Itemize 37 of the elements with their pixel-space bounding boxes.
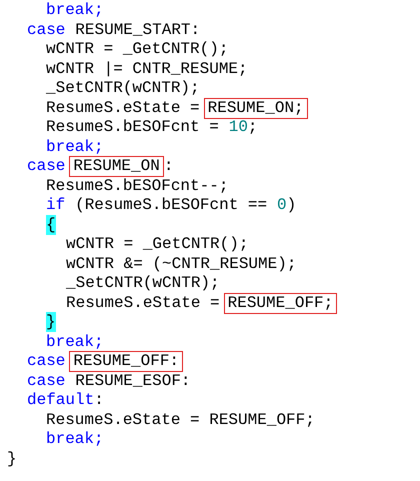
- keyword: case: [27, 156, 66, 176]
- keyword: default: [27, 390, 94, 410]
- highlight-box: RESUME_ON;: [204, 98, 308, 118]
- code-text: ResumeS.eState =: [46, 98, 200, 118]
- code-text: :: [94, 390, 104, 410]
- code-text: wCNTR = _GetCNTR();: [46, 39, 228, 59]
- code-text: wCNTR |= CNTR_RESUME;: [46, 58, 248, 78]
- code-text: RESUME_START:: [75, 20, 200, 40]
- keyword: break;: [46, 0, 104, 20]
- code-text: ): [286, 195, 296, 215]
- code-text: (ResumeS.bESOFcnt ==: [75, 195, 268, 215]
- code-text: ResumeS.bESOFcnt--;: [46, 176, 228, 196]
- highlight-box: RESUME_ON: [69, 156, 164, 177]
- keyword: if: [46, 195, 66, 215]
- brace: }: [46, 312, 56, 332]
- code-text: :: [164, 156, 174, 176]
- code-text: ResumeS.eState =: [66, 292, 220, 312]
- keyword: break;: [46, 332, 104, 352]
- keyword: case: [27, 370, 66, 390]
- keyword: case: [27, 351, 66, 371]
- number-literal: 10: [228, 117, 248, 137]
- code-text: ResumeS.eState = RESUME_OFF;: [46, 410, 315, 430]
- code-text: RESUME_ESOF:: [75, 370, 191, 390]
- code-text: _SetCNTR(wCNTR);: [46, 78, 200, 98]
- code-text: wCNTR = _GetCNTR();: [66, 234, 248, 254]
- brace: {: [46, 214, 56, 234]
- code-text: ResumeS.bESOFcnt =: [46, 117, 219, 137]
- keyword: break;: [46, 136, 104, 156]
- code-text: }: [7, 448, 17, 468]
- code-text: _SetCNTR(wCNTR);: [66, 273, 220, 293]
- code-text: ;: [248, 117, 258, 137]
- highlight-box: RESUME_OFF:: [69, 351, 184, 372]
- keyword: break;: [46, 429, 104, 449]
- number-literal: 0: [277, 195, 287, 215]
- highlight-box: RESUME_OFF;: [224, 292, 338, 314]
- keyword: case: [27, 20, 66, 40]
- code-text: wCNTR &= (~CNTR_RESUME);: [66, 254, 296, 274]
